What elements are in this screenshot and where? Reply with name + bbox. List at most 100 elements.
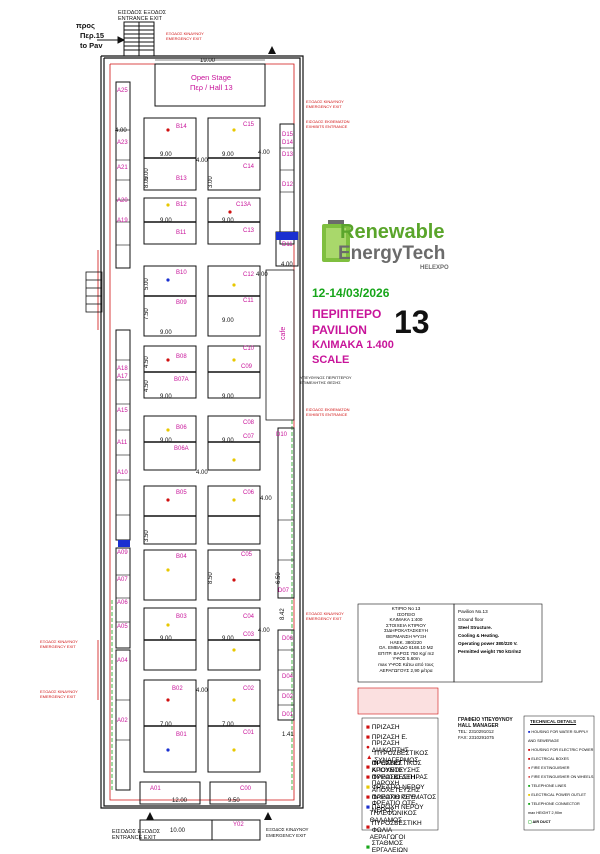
hall-manager-gr: ΓΡΑΦΕΙΟ ΥΠΕΥΘΥΝΟΥ	[458, 717, 513, 723]
booth-A02[interactable]: A02	[117, 718, 128, 724]
legend-greek: ■ ΠΡΙΖΑΣΗ ■ ΠΡΙΖΑΣΗ Ε. ● ΠΡΙΖΑΣΗ ΔΙΑΚΟΠΤ…	[366, 723, 429, 815]
booth-Y02[interactable]: Y02	[233, 822, 244, 828]
dim-b09-750: 7.50	[144, 308, 150, 320]
booth-D10[interactable]: D10	[276, 432, 288, 438]
booth-A19[interactable]: A19	[117, 218, 128, 224]
note-exit-right-en: EMERGENCY EXIT	[306, 104, 342, 109]
booth-B10[interactable]: B10	[176, 270, 187, 276]
booth-B09[interactable]: B09	[176, 300, 187, 306]
dim-b04-350: 3.50	[144, 530, 150, 542]
booth-B12[interactable]: B12	[176, 202, 187, 208]
booth-C01[interactable]: C01	[243, 730, 255, 736]
hall-manager-fax: FAX: 2310291075	[458, 735, 495, 740]
booth-D11[interactable]: D11	[282, 242, 293, 248]
booth-A10[interactable]: A10	[117, 470, 128, 476]
booth-C10[interactable]: C10	[243, 346, 255, 352]
booth-B03[interactable]: B03	[176, 614, 187, 620]
note-office-en: ΕΠΙΜΕΛΗΤΗΣ ΘΕΣΗΣ	[300, 380, 341, 385]
booth-B11[interactable]: B11	[176, 230, 187, 236]
legend-english: ■ HOUSING FOR WATER SUPPLY AND SEWERAGE …	[528, 730, 594, 824]
booth-C12[interactable]: C12	[243, 272, 255, 278]
booth-D02[interactable]: D02	[282, 694, 294, 700]
booth-B06[interactable]: B06	[176, 425, 187, 431]
stage-label: Open Stage	[191, 73, 232, 82]
booth-C13[interactable]: C13	[243, 228, 255, 234]
booth-A09[interactable]: A09	[117, 550, 128, 556]
note-exit-left2-gr: ΕΞΟΔΟΣ ΚΙΝΔΥΝΟΥ	[40, 689, 78, 694]
bottom-entrance-gr: ΕΙΣΟΔΟΣ ΕΞΟΔΟΣ	[112, 829, 161, 835]
booth-B04[interactable]: B04	[176, 554, 187, 560]
dim-b09-900: 9.00	[160, 330, 172, 336]
event-dates: 12-14/03/2026	[312, 286, 390, 300]
booth-C02[interactable]: C02	[243, 686, 255, 692]
hall-manager-tel: TEL: 2310291012	[458, 729, 494, 734]
top-entrance-en: ENTRANCE EXIT	[118, 16, 163, 22]
booth-C05[interactable]: C05	[241, 552, 253, 558]
booth-C15[interactable]: C15	[243, 122, 255, 128]
dim-aisle3-400: 4.00	[196, 688, 208, 694]
bottom-exit-gr: ΕΞΟΔΟΣ ΚΙΝΔΥΝΟΥ	[266, 827, 309, 832]
logo-helexpo: HELEXPO	[420, 265, 449, 271]
booth-B06A[interactable]: B06A	[174, 446, 189, 452]
label-per15: Περ.15	[80, 31, 105, 40]
booth-A20[interactable]: A20	[117, 198, 128, 204]
booth-D07[interactable]: D07	[278, 588, 290, 594]
booth-D12[interactable]: D12	[282, 182, 294, 188]
booth-C06[interactable]: C06	[243, 490, 255, 496]
booth-B01[interactable]: B01	[176, 732, 187, 738]
pavilion-number: 13	[394, 304, 430, 340]
booth-A23[interactable]: A23	[117, 140, 128, 146]
booth-D06[interactable]: D06	[282, 636, 294, 642]
booth-A11[interactable]: A11	[117, 440, 128, 446]
booth-A18[interactable]: A18	[117, 366, 128, 372]
booth-A01[interactable]: A01	[150, 786, 161, 792]
booth-B02[interactable]: B02	[172, 686, 183, 692]
booth-A04[interactable]: A04	[117, 658, 128, 664]
note-exit-left2-en: EMERGENCY EXIT	[40, 694, 76, 699]
booth-A17[interactable]: A17	[117, 374, 128, 380]
booth-C04[interactable]: C04	[243, 614, 255, 620]
booth-A25[interactable]: A25	[117, 88, 128, 94]
booth-C07[interactable]: C07	[243, 434, 255, 440]
label-pros: προς	[76, 21, 95, 30]
booth-D04[interactable]: D04	[282, 674, 294, 680]
note-exit-left-en: EMERGENCY EXIT	[40, 644, 76, 649]
note-exhibits-gr: ΕΙΣΟΔΟΣ ΕΚΘΕΜΑΤΩΝ	[306, 119, 350, 124]
booth-C09[interactable]: C09	[241, 364, 253, 370]
booth-B13[interactable]: B13	[176, 176, 187, 182]
booth-D01[interactable]: D01	[282, 712, 294, 718]
booth-D14[interactable]: D14	[282, 140, 294, 146]
dim-c13-900: 9.00	[222, 218, 234, 224]
booth-B08[interactable]: B08	[176, 354, 187, 360]
top-entrance-gr: ΕΙΣΟΔΟΣ ΕΞΟΔΟΣ	[118, 10, 167, 16]
booth-C03[interactable]: C03	[243, 632, 255, 638]
dim-b07-450: 4.50	[144, 380, 150, 392]
dim-c09-900: 9.00	[222, 394, 234, 400]
dim-c05-850: 8.50	[208, 572, 214, 584]
booth-A05[interactable]: A05	[117, 624, 128, 630]
booth-B05[interactable]: B05	[176, 490, 187, 496]
booth-C08[interactable]: C08	[243, 420, 255, 426]
booth-B14[interactable]: B14	[176, 124, 187, 130]
battery-logo-icon	[320, 218, 354, 264]
dim-d-400: 4.00	[258, 150, 270, 156]
dim-b13-500: 5.00	[144, 168, 150, 180]
booth-A07[interactable]: A07	[117, 577, 128, 583]
dim-d06-842: 8.42	[280, 608, 286, 620]
note-office-gr: ΥΠΕΥΘΥΝΟΣ ΠΕΡΙΠΤΕΡΟΥ	[300, 375, 352, 380]
bottom-entrance-en: ENTRANCE EXIT	[112, 835, 157, 841]
dim-aisle2-400: 4.00	[196, 470, 208, 476]
dim-b14-900: 9.00	[160, 152, 172, 158]
booth-D13[interactable]: D13	[282, 152, 294, 158]
booth-C14[interactable]: C14	[243, 164, 255, 170]
booth-C00[interactable]: C00	[240, 786, 252, 792]
dim-d-400d: 4.00	[258, 628, 270, 634]
booth-A15[interactable]: A15	[117, 408, 128, 414]
booth-A21[interactable]: A21	[117, 165, 128, 171]
booth-B07A[interactable]: B07A	[174, 377, 189, 383]
booth-D15[interactable]: D15	[282, 132, 294, 138]
booth-A06[interactable]: A06	[117, 600, 128, 606]
booth-C13A[interactable]: C13A	[236, 202, 252, 208]
booth-C11[interactable]: C11	[243, 298, 254, 304]
